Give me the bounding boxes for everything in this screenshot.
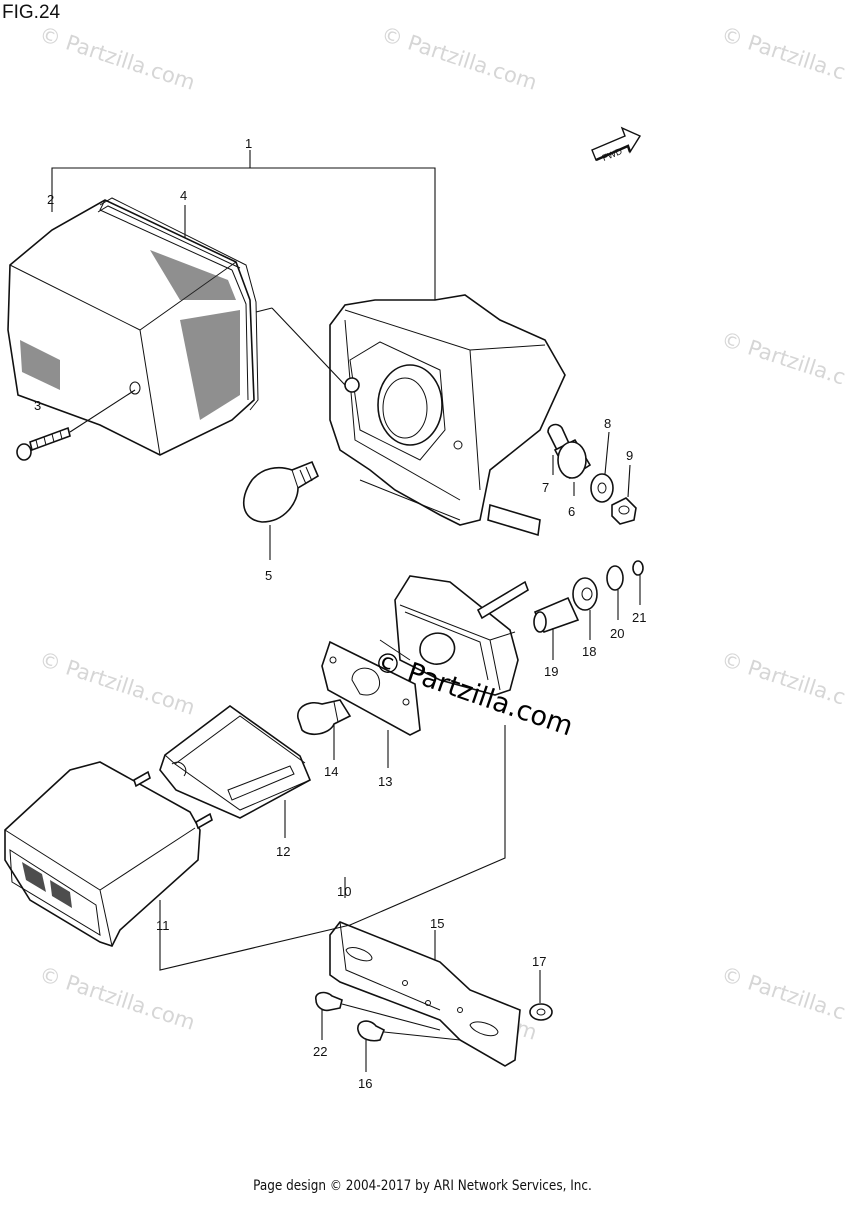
callout-10: 10	[337, 884, 351, 899]
watermark-3: © Partzilla.com	[718, 22, 845, 95]
part-2-lens	[7, 199, 255, 456]
parts-18-21	[533, 560, 644, 633]
callout-18: 18	[582, 644, 596, 659]
callout-22: 22	[313, 1044, 327, 1059]
callout-21: 21	[632, 610, 646, 625]
callout-9: 9	[626, 448, 633, 463]
part-14-bulb	[297, 699, 352, 736]
watermark-2: © Partzilla.com	[378, 22, 540, 95]
callout-6: 6	[568, 504, 575, 519]
callouts: 1 2 3 4 5 6 7 8 9 10 11 12 13 14 15 16 1…	[34, 136, 646, 1091]
parts-6-9-fasteners	[547, 423, 637, 525]
lamp-housing	[329, 294, 566, 537]
callout-12: 12	[276, 844, 290, 859]
part-5-bulb	[243, 460, 320, 523]
fwd-arrow-icon: FWD	[591, 126, 642, 163]
callout-14: 14	[324, 764, 338, 779]
callout-15: 15	[430, 916, 444, 931]
watermark-9: © Partzilla.com	[36, 962, 198, 1035]
callout-19: 19	[544, 664, 558, 679]
watermark-7: © Partzilla.com	[36, 647, 198, 720]
watermark-11: © Partzilla.com	[718, 962, 845, 1035]
figure-title: FIG.24	[2, 2, 61, 23]
watermark-1: © Partzilla.com	[36, 22, 198, 95]
callout-16: 16	[358, 1076, 372, 1091]
callout-4: 4	[180, 188, 187, 203]
part-12-inner-lens	[159, 705, 312, 819]
leader-lines	[51, 150, 641, 1072]
watermark-8: © Partzilla.com	[718, 647, 845, 720]
callout-17: 17	[532, 954, 546, 969]
footer-text: Page design © 2004-2017 by ARI Network S…	[253, 1178, 592, 1194]
callout-3: 3	[34, 398, 41, 413]
callout-20: 20	[610, 626, 624, 641]
part-4-gasket	[97, 197, 259, 411]
callout-5: 5	[265, 568, 272, 583]
callout-7: 7	[542, 480, 549, 495]
part-13-plate	[321, 640, 421, 736]
callout-2: 2	[47, 192, 54, 207]
parts-16-17-22	[315, 991, 553, 1042]
part-15-bracket	[329, 921, 521, 1067]
callout-8: 8	[604, 416, 611, 431]
part-11-tail-lens	[4, 761, 213, 947]
tail-lamp-housing	[379, 575, 529, 696]
watermark-6: © Partzilla.com	[718, 327, 845, 400]
callout-13: 13	[378, 774, 392, 789]
callout-1: 1	[245, 136, 252, 151]
part-3-screw	[16, 389, 136, 461]
callout-11: 11	[156, 918, 170, 933]
